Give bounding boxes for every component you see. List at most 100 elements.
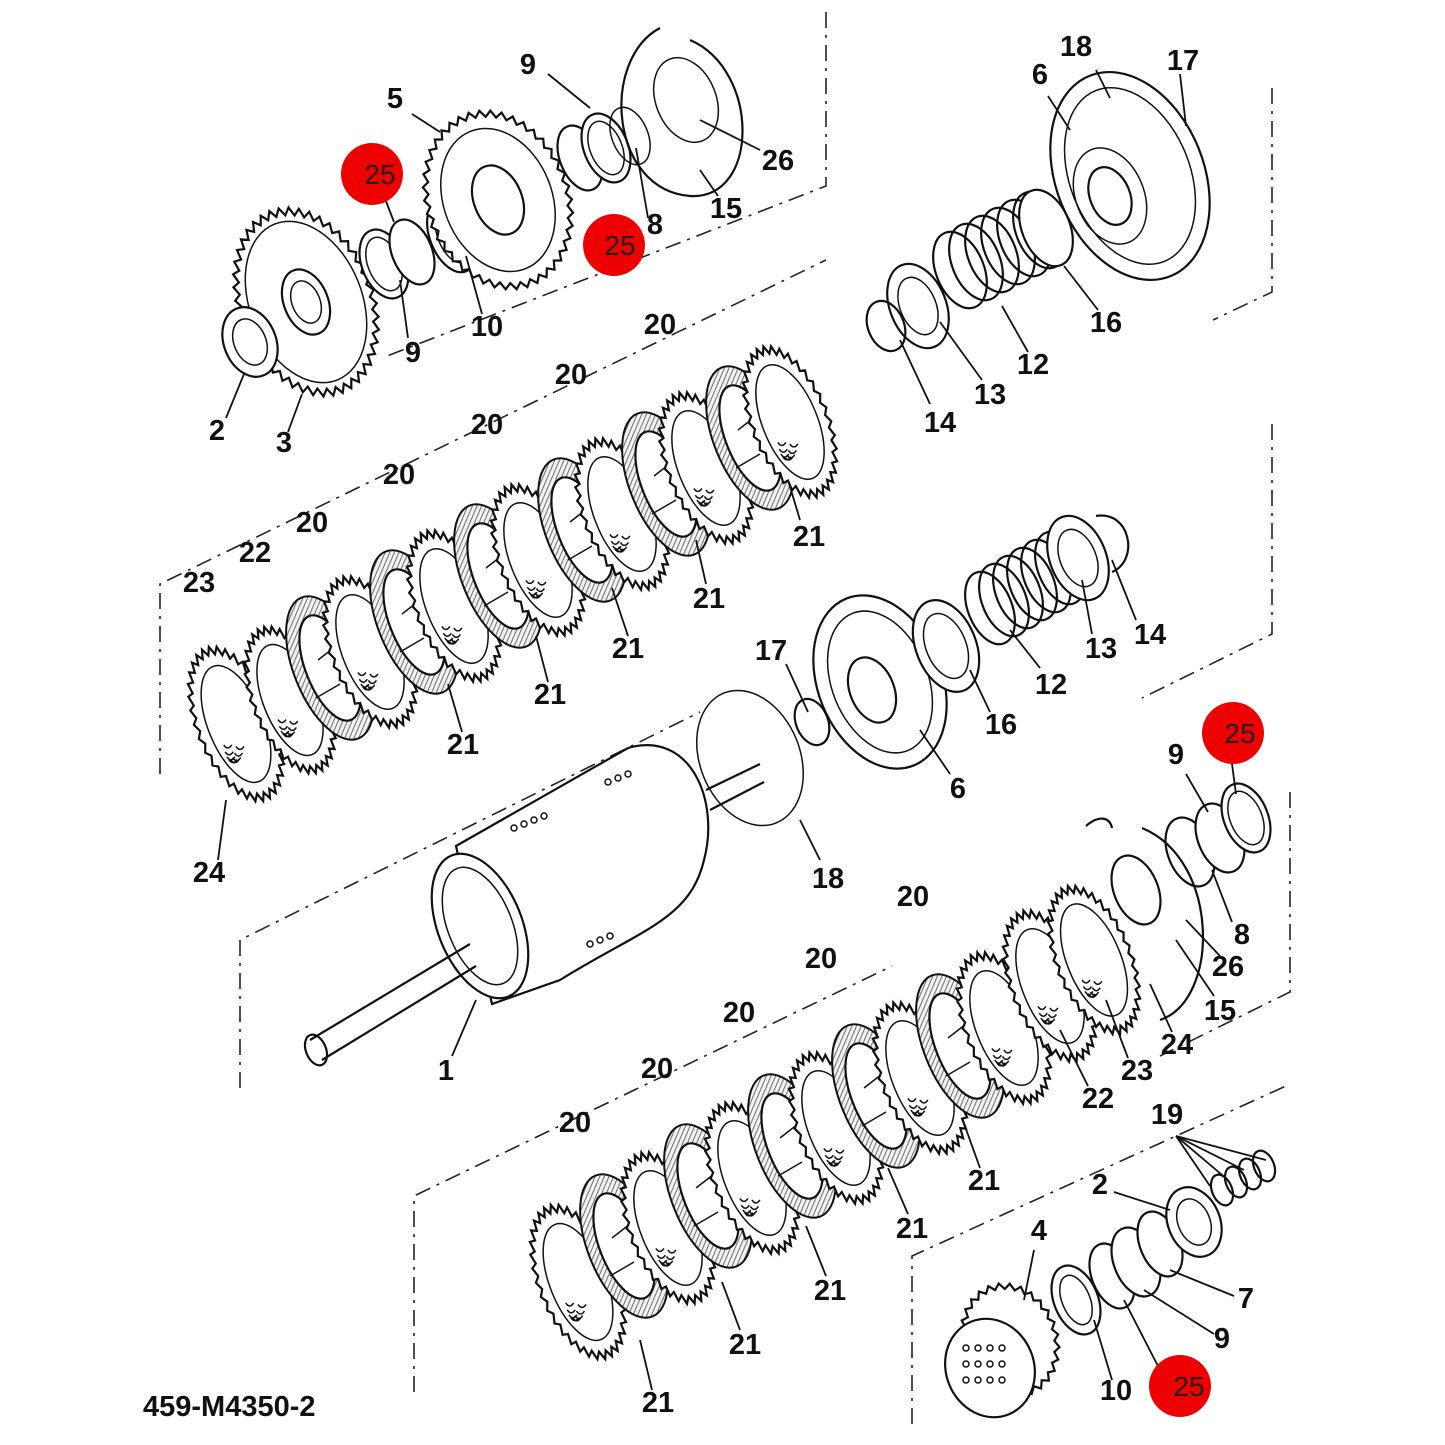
leader-line [787, 479, 801, 521]
leader-line [1175, 1135, 1267, 1161]
leader-line [1009, 629, 1041, 669]
callout-13: 13 [974, 379, 1006, 411]
callout-20: 20 [641, 1053, 673, 1085]
leader-line [1023, 1249, 1035, 1301]
leader-line [1095, 69, 1111, 99]
callout-8: 8 [647, 209, 663, 241]
callout-2: 2 [209, 415, 225, 447]
snap-ring-14-top [865, 299, 907, 353]
callout-20: 20 [555, 359, 587, 391]
callout-3: 3 [276, 427, 292, 459]
steel-plate-21-lower [619, 1149, 717, 1307]
callout-20: 20 [471, 409, 503, 441]
callout-21: 21 [814, 1275, 846, 1307]
callout-1: 1 [438, 1055, 454, 1087]
leader-line [1149, 983, 1173, 1033]
callout-9: 9 [405, 337, 421, 369]
callout-17: 17 [755, 635, 787, 667]
dashed-group-top-left [381, 12, 827, 359]
callout-4: 4 [1031, 1215, 1047, 1247]
highlight-marker: 25 [583, 214, 645, 276]
shims-19 [1209, 1149, 1277, 1207]
callout-5: 5 [387, 83, 403, 115]
leader-line [699, 169, 719, 197]
leader-line [919, 729, 951, 775]
leader-line [785, 663, 809, 713]
leader-line [1175, 939, 1215, 997]
leader-line [447, 683, 463, 733]
gear-4 [944, 1281, 1061, 1419]
leader-line [287, 393, 303, 433]
callout-24: 24 [193, 857, 225, 889]
highlight-marker: 25 [341, 143, 403, 205]
dashed-group-piston-assembly [1141, 424, 1273, 699]
callout-19: 19 [1151, 1099, 1183, 1131]
snap-ring-15-lower [1085, 817, 1205, 1022]
seal-16-top [1018, 188, 1074, 268]
callout-21: 21 [729, 1329, 761, 1361]
callout-17: 17 [1167, 45, 1199, 77]
callout-21: 21 [447, 729, 479, 761]
leader-line [225, 373, 245, 419]
leader-line [1175, 1135, 1229, 1181]
callout-16: 16 [985, 709, 1017, 741]
leader-line [699, 119, 761, 151]
leader-line [399, 279, 409, 339]
callout-2: 2 [1092, 1169, 1108, 1201]
callout-18: 18 [1060, 31, 1092, 63]
leader-line [451, 999, 477, 1057]
gear-5 [421, 108, 575, 292]
callout-16: 16 [1090, 307, 1122, 339]
dashed-group-shaft [239, 711, 701, 1088]
callout-21: 21 [896, 1213, 928, 1245]
callout-24: 24 [1161, 1029, 1193, 1061]
leader-line [969, 669, 991, 713]
callout-20: 20 [559, 1107, 591, 1139]
leader-line [1211, 869, 1233, 923]
leader-line [939, 321, 983, 381]
callout-25: 25 [1224, 718, 1255, 749]
leader-line [411, 113, 441, 133]
leader-line [465, 255, 483, 315]
leader-line [1081, 579, 1093, 635]
callout-10: 10 [1100, 1375, 1132, 1407]
leader-line [1175, 1135, 1245, 1171]
callout-9: 9 [520, 49, 536, 81]
steel-plate-21 [657, 389, 755, 547]
callout-12: 12 [1017, 349, 1049, 381]
callout-10: 10 [471, 311, 503, 343]
callout-9: 9 [1214, 1323, 1230, 1355]
callout-21: 21 [693, 583, 725, 615]
leader-line [695, 539, 707, 585]
dashed-group-top-right [1212, 88, 1273, 321]
needle-bearing-10-lower [1050, 1264, 1102, 1336]
leader-line [1063, 265, 1099, 311]
callout-6: 6 [950, 773, 966, 805]
leader-line [1169, 1269, 1235, 1297]
callout-14: 14 [1134, 619, 1166, 651]
steel-plate-21 [321, 573, 419, 731]
callout-21: 21 [534, 679, 566, 711]
bearing-2 [221, 306, 279, 378]
thrust-washer-9 [358, 218, 436, 300]
callout-25: 25 [364, 159, 395, 190]
leader-line [535, 635, 549, 683]
pressure-plate-23-lower [1046, 883, 1142, 1037]
callout-15: 15 [710, 193, 742, 225]
leader-line [639, 1339, 653, 1391]
callout-20: 20 [723, 997, 755, 1029]
leader-line [721, 1281, 741, 1331]
leader-line [1001, 305, 1029, 353]
callout-23: 23 [1121, 1055, 1153, 1087]
pressure-plate-22-lower [1001, 907, 1099, 1065]
piston-6-top [1049, 70, 1211, 282]
callout-21: 21 [642, 1387, 674, 1419]
leader-line [1111, 559, 1137, 621]
callout-26: 26 [1212, 951, 1244, 983]
callout-6: 6 [1032, 59, 1048, 91]
callout-26: 26 [762, 145, 794, 177]
callout-20: 20 [897, 881, 929, 913]
leader-line [1105, 999, 1129, 1059]
callout-12: 12 [1035, 669, 1067, 701]
clutch-drum-shaft-1 [303, 744, 765, 1067]
